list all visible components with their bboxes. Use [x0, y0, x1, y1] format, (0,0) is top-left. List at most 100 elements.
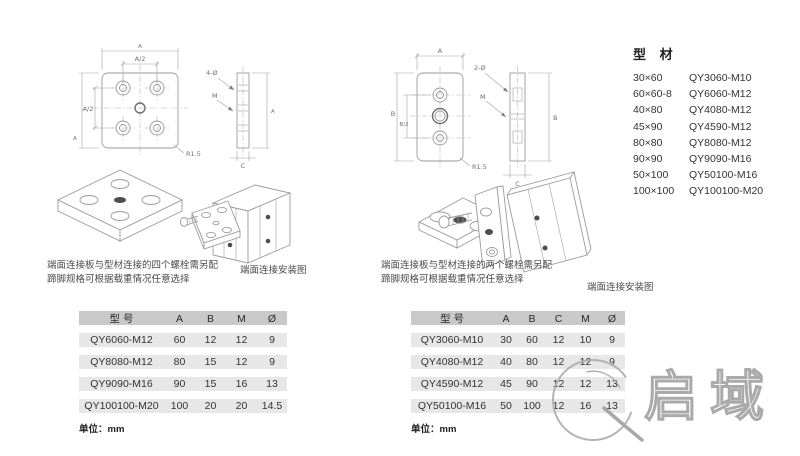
unit-note: 单位：mm — [411, 424, 457, 435]
cell-model: QY9090-M16 — [90, 378, 153, 390]
cell: 60 — [173, 334, 186, 346]
left-technical-drawing: A/2 A A A/2 R1.5 C A 4-Ø M — [73, 44, 275, 170]
cell-model: QY4590-M12 — [420, 378, 484, 390]
profile-model: QY3060-M10 — [689, 72, 752, 84]
profile-model: QY100100-M20 — [689, 185, 764, 198]
profile-size: 80×80 — [633, 136, 663, 149]
cell: 16 — [579, 400, 592, 412]
col-header: Ø — [267, 312, 277, 325]
hole-callout-label: 4-Ø — [206, 69, 218, 77]
profile-model: QY6060-M12 — [689, 88, 752, 101]
col-header: Ø — [607, 312, 617, 325]
profile-model: QY50100-M16 — [689, 169, 758, 182]
cell: 90 — [173, 378, 186, 390]
col-header: A — [175, 312, 183, 325]
thread-callout-label: M — [480, 93, 486, 101]
center-thread-hole — [134, 102, 146, 114]
col-header: M — [581, 312, 590, 325]
cell: 13 — [606, 400, 618, 412]
right-assembly-caption: 端面连接安装图 — [587, 282, 654, 293]
caption-line: 蹄脚规格可根据载重情况任意选择 — [47, 274, 190, 285]
cell: 14.5 — [261, 400, 283, 412]
cell: 100 — [170, 400, 189, 412]
cell: 90 — [526, 378, 538, 390]
cell: 12 — [579, 378, 592, 390]
left-iso-plate-drawing — [56, 169, 184, 242]
watermark-text: 启域 — [643, 366, 776, 427]
list-item: 80×80 QY8080-M12 — [633, 135, 793, 151]
right-spec-table: 型 号 A B C M Ø QY3060-M10 30 60 12 10 9 Q… — [411, 311, 625, 435]
profile-model: QY9090-M16 — [689, 152, 752, 165]
cell: 60 — [526, 334, 538, 346]
cell: 12 — [552, 356, 565, 368]
cell: 15 — [204, 356, 217, 368]
profile-model: QY4590-M12 — [689, 120, 752, 133]
cell-model: QY8080-M12 — [90, 356, 153, 368]
dim-label-a2-top: A/2 — [135, 55, 146, 63]
col-header: 型 号 — [109, 313, 134, 325]
left-caption: 端面连接板与型材连接的四个螺栓需另配 蹄脚规格可根据载重情况任意选择 — [47, 259, 218, 287]
profile-model: QY8080-M12 — [689, 136, 752, 149]
cell: 10 — [579, 334, 592, 346]
cell: 12 — [204, 334, 217, 346]
cell: 16 — [235, 378, 248, 390]
cell: 12 — [552, 400, 565, 412]
cell-model: QY4080-M12 — [420, 356, 484, 368]
table-row: QY8080-M12 80 15 12 9 — [79, 355, 287, 369]
left-spec-table: 型 号 A B M Ø QY6060-M12 60 12 12 9 QY8080… — [79, 311, 287, 435]
cell: 20 — [204, 400, 217, 412]
caption-line: 端面连接板与型材连接的四个螺栓需另配 — [47, 260, 219, 271]
hole-callout-label: 2-Ø — [474, 64, 486, 72]
table-row: QY3060-M10 30 60 12 10 9 — [411, 333, 625, 347]
left-assembly-drawing — [180, 184, 292, 264]
dim-label-a-left: A — [73, 136, 77, 142]
cell: 12 — [579, 356, 592, 368]
table-row: QY6060-M12 60 12 12 9 — [79, 333, 287, 347]
cell: 9 — [609, 334, 615, 346]
right-assembly-drawing — [438, 171, 592, 273]
cell: 15 — [204, 378, 217, 390]
cell: 12 — [235, 334, 248, 346]
col-header: M — [237, 312, 246, 325]
col-header: B — [528, 312, 536, 325]
profile-size: 60×60-8 — [633, 88, 672, 101]
col-header: C — [554, 312, 563, 325]
cell-model: QY6060-M12 — [90, 334, 153, 346]
cell: 13 — [606, 378, 618, 390]
cell: 80 — [173, 356, 186, 368]
cell: 20 — [235, 400, 248, 412]
table-header-row: 型 号 A B C M Ø — [411, 311, 625, 325]
right-caption: 端面连接板与型材连接的两个螺栓需另配 蹄脚规格可根据载重情况任意选择 — [381, 259, 552, 287]
profile-size-list: 型 材 30×60 QY3060-M10 60×60-8 QY6060-M12 40… — [633, 44, 793, 200]
cell: 9 — [609, 356, 615, 368]
cell-model: QY50100-M16 — [417, 400, 487, 412]
thread-callout-label: M — [212, 92, 218, 100]
table-row: QY4590-M12 45 90 12 12 13 — [411, 377, 625, 391]
dim-label-a-top: A — [138, 44, 142, 50]
unit-note: 单位：mm — [79, 424, 125, 435]
cell: 40 — [500, 356, 512, 368]
cell: 100 — [523, 400, 541, 412]
right-technical-drawing: A B B/2 R1.5 2-Ø M B C — [391, 47, 558, 188]
left-assembly-caption: 端面连接安装图 — [240, 265, 307, 276]
col-header: B — [206, 312, 214, 325]
profile-size: 30×60 — [633, 72, 663, 84]
screw-head — [180, 217, 188, 227]
profile-list-title: 型 材 — [633, 47, 678, 62]
dim-label-b: B — [391, 110, 395, 118]
list-item: 60×60-8 QY6060-M12 — [633, 86, 793, 102]
center-hole-dark — [114, 197, 126, 203]
table-row: QY50100-M16 50 100 12 16 13 — [411, 399, 625, 413]
cell: 45 — [500, 378, 512, 390]
col-header: 型 号 — [440, 313, 464, 325]
dim-label-b2: B/2 — [399, 122, 408, 128]
front-plate-outline — [101, 72, 179, 149]
profile-size: 45×90 — [633, 120, 663, 133]
col-header: A — [502, 312, 510, 325]
side-height-label: A — [271, 109, 275, 115]
dim-label-a2-left: A/2 — [83, 105, 94, 113]
profile-size: 40×80 — [633, 104, 663, 117]
cell: 9 — [269, 356, 275, 368]
